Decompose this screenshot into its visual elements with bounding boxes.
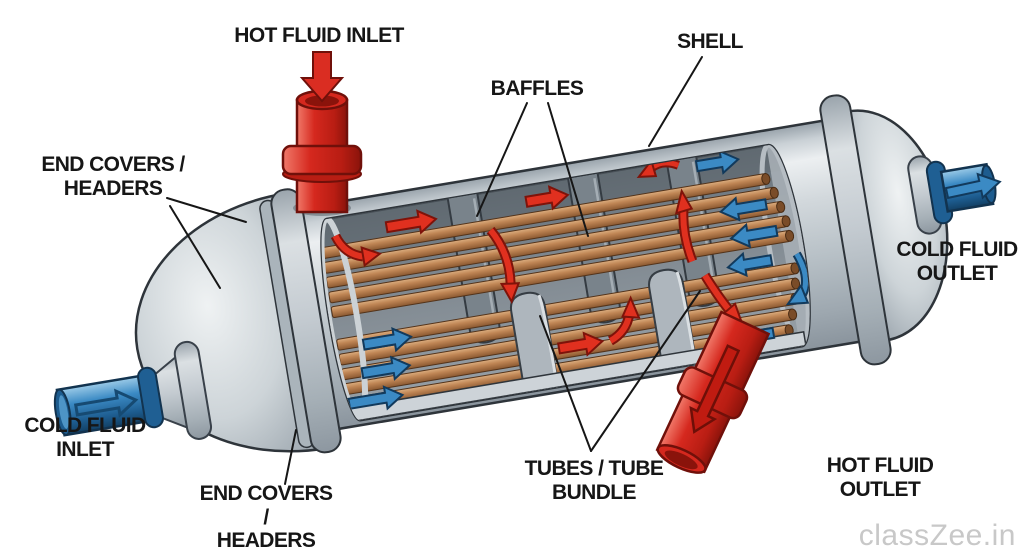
- label-baffles: BAFFLES: [490, 77, 584, 100]
- hot-flow-arrow: [557, 331, 605, 357]
- hot-flow-arrow: [332, 234, 364, 260]
- hot-flow-arrowhead: [499, 282, 521, 304]
- label-cold-fluid-inlet: COLD FLUID INLET: [24, 414, 146, 461]
- hot-flow-arrowhead: [636, 158, 658, 179]
- baffles-leader-line: [547, 102, 589, 237]
- left-flange: [270, 188, 342, 454]
- cold-flow-arrow: [729, 222, 779, 249]
- hot-flow-arrow: [702, 273, 732, 312]
- cold-outlet-flow-arrow: [944, 172, 1002, 200]
- baffles-leader-line: [476, 102, 528, 217]
- hot-flow-arrowhead: [360, 246, 383, 268]
- cold-flow-arrow: [360, 355, 412, 381]
- baffle: [509, 291, 561, 398]
- label-shell: SHELL: [677, 30, 743, 53]
- hot-flow-arrowhead: [621, 295, 641, 319]
- hot-flow-arrow: [524, 185, 570, 211]
- cold-inlet-pipe-bore: [58, 395, 69, 429]
- label-hot-fluid-outlet: HOT FLUID OUTLET: [826, 454, 934, 501]
- cold-flow-arrow: [361, 327, 413, 353]
- tube-end: [781, 215, 791, 228]
- tube-end: [788, 308, 798, 321]
- end-covers-top-leader-line: [166, 197, 247, 223]
- label-cold-fluid-outlet: COLD FLUID OUTLET: [896, 238, 1018, 285]
- cold-flow-arrow: [347, 385, 405, 411]
- shell-leader-line: [648, 56, 703, 147]
- tube-end: [776, 200, 786, 213]
- hot-flow-arrow: [680, 207, 696, 263]
- cold-inlet-assembly: [53, 340, 213, 440]
- inlet-nozzle-flange: [173, 340, 213, 440]
- label-end-covers-headers-bottom: END COVERS / HEADERS: [199, 482, 333, 553]
- cold-flow-arrow: [694, 149, 741, 175]
- tube-end: [790, 277, 801, 290]
- hot-outlet-assembly: [655, 310, 771, 474]
- watermark: classZee.in: [858, 519, 1016, 552]
- hot-inlet-assembly: [281, 51, 363, 216]
- cold-inlet-pipe-flange: [137, 366, 164, 429]
- hot-outlet-pipe-bore: [664, 450, 698, 470]
- label-end-covers-headers-top: END COVERS / HEADERS: [41, 153, 185, 200]
- end-covers-bottom-leader-line: [284, 429, 297, 485]
- label-hot-fluid-inlet: HOT FLUID INLET: [234, 24, 404, 47]
- label-tubes-tube-bundle: TUBES / TUBE BUNDLE: [524, 457, 664, 504]
- tube-end: [785, 229, 795, 242]
- tube-end: [769, 186, 779, 199]
- cold-flow-arrow: [718, 196, 769, 222]
- hot-inlet-flange: [281, 144, 363, 176]
- leader-lines: [166, 56, 703, 485]
- end-covers-top-leader-line: [169, 205, 221, 289]
- hot-inlet-flow-arrow: [299, 51, 345, 103]
- right-flange: [819, 94, 892, 366]
- tubes-leader-line: [539, 315, 592, 452]
- tubes-leader-line: [590, 290, 701, 452]
- cold-inlet-flow-arrow: [73, 388, 139, 418]
- hot-outlet-flow-arrow: [689, 344, 741, 434]
- hot-flow-arrowhead: [674, 188, 694, 215]
- hot-flow-arrow: [384, 209, 438, 235]
- cold-flow-arrow: [726, 251, 774, 278]
- hot-flow-arrow: [488, 228, 514, 284]
- tube-end: [761, 173, 771, 185]
- cold-flow-arrowhead: [785, 283, 810, 306]
